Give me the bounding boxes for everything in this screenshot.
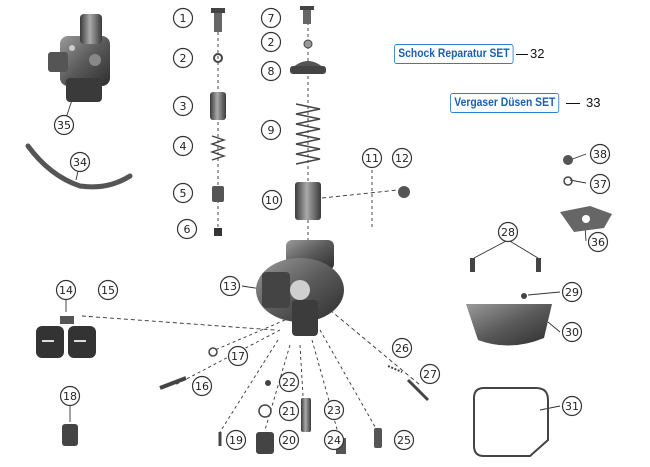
callout-20: 20 xyxy=(278,429,300,451)
parts xyxy=(25,6,612,457)
carburetor-body-part xyxy=(256,240,344,336)
callout-18: 18 xyxy=(59,385,81,407)
carburetor-assembly-part xyxy=(48,14,110,102)
callout-number: 23 xyxy=(327,404,341,417)
callout-27: 27 xyxy=(419,363,441,385)
callout-16: 16 xyxy=(191,375,213,397)
set-leader-line xyxy=(566,103,580,105)
callout-2: 2 xyxy=(172,47,194,69)
callout-number: 20 xyxy=(282,434,296,447)
callout-26: 26 xyxy=(391,337,413,359)
callout-30: 30 xyxy=(561,321,583,343)
callout-number: 2 xyxy=(180,52,187,65)
float-bowl-part xyxy=(466,304,552,346)
callout-15: 15 xyxy=(97,279,119,301)
callout-19: 19 xyxy=(225,429,247,451)
callout-number: 25 xyxy=(397,434,411,447)
callout-number: 27 xyxy=(423,368,437,381)
callout-1: 1 xyxy=(172,7,194,29)
bowl-gasket-part xyxy=(473,387,549,457)
callout-29: 29 xyxy=(561,281,583,303)
callout-number: 18 xyxy=(63,390,77,403)
callout-number: 13 xyxy=(223,280,237,293)
callout-36: 36 xyxy=(587,231,609,253)
callout-number: 38 xyxy=(593,148,607,161)
callout-number: 15 xyxy=(101,284,115,297)
callout-number: 19 xyxy=(229,434,243,447)
callout-number: 10 xyxy=(265,194,279,207)
callout-number: 37 xyxy=(593,178,607,191)
callout-14: 14 xyxy=(55,279,77,301)
vergaser-duesen-set-button[interactable]: Vergaser Düsen SET xyxy=(450,93,560,113)
callout-34: 34 xyxy=(69,151,91,173)
callout-9: 9 xyxy=(260,119,282,141)
callout-38: 38 xyxy=(589,143,611,165)
leader-lines xyxy=(63,22,587,441)
callout-number: 35 xyxy=(57,119,71,132)
callout-number: 9 xyxy=(268,124,275,137)
set-number-label: 33 xyxy=(586,95,601,110)
spring-part xyxy=(295,103,321,165)
callout-number: 12 xyxy=(395,152,409,165)
callout-number: 34 xyxy=(73,156,87,169)
callout-2: 2 xyxy=(260,31,282,53)
screw-part xyxy=(214,10,222,32)
callout-25: 25 xyxy=(393,429,415,451)
callout-7: 7 xyxy=(260,7,282,29)
callout-10: 10 xyxy=(261,189,283,211)
callout-3: 3 xyxy=(172,95,194,117)
callout-number: 36 xyxy=(591,236,605,249)
callout-number: 28 xyxy=(501,226,515,239)
callout-number: 7 xyxy=(268,12,275,25)
schock-reparatur-set-button[interactable]: Schock Reparatur SET xyxy=(394,44,514,64)
fuel-hose-part xyxy=(25,143,133,190)
callout-23: 23 xyxy=(323,399,345,421)
callout-11: 11 xyxy=(361,147,383,169)
callout-31: 31 xyxy=(561,395,583,417)
callout-35: 35 xyxy=(53,114,75,136)
callout-37: 37 xyxy=(589,173,611,195)
callout-number: 2 xyxy=(268,36,275,49)
callout-22: 22 xyxy=(278,371,300,393)
callout-8: 8 xyxy=(260,60,282,82)
callout-17: 17 xyxy=(227,345,249,367)
callout-28: 28 xyxy=(497,221,519,243)
callout-number: 31 xyxy=(565,400,579,413)
callout-number: 5 xyxy=(180,187,187,200)
carburetor-cap-part xyxy=(290,66,326,74)
callout-5: 5 xyxy=(172,182,194,204)
callout-number: 6 xyxy=(184,223,191,236)
callout-24: 24 xyxy=(323,429,345,451)
callout-4: 4 xyxy=(172,135,194,157)
callout-number: 29 xyxy=(565,286,579,299)
callout-number: 4 xyxy=(180,140,187,153)
callout-21: 21 xyxy=(278,400,300,422)
callout-number: 22 xyxy=(282,376,296,389)
callout-number: 1 xyxy=(180,12,187,25)
callout-13: 13 xyxy=(219,275,241,297)
callout-number: 30 xyxy=(565,326,579,339)
set-leader-line xyxy=(516,54,528,56)
callout-6: 6 xyxy=(176,218,198,240)
callout-number: 16 xyxy=(195,380,209,393)
callout-number: 24 xyxy=(327,434,341,447)
callout-number: 14 xyxy=(59,284,73,297)
callout-number: 8 xyxy=(268,65,275,78)
needle-jet-part xyxy=(210,92,226,120)
callout-12: 12 xyxy=(391,147,413,169)
callout-number: 3 xyxy=(180,100,187,113)
set-number-label: 32 xyxy=(530,46,545,61)
throttle-slide-part xyxy=(295,182,321,220)
float-pair-part xyxy=(36,316,96,358)
callout-number: 26 xyxy=(395,342,409,355)
callout-number: 21 xyxy=(282,405,296,418)
callout-number: 17 xyxy=(231,350,245,363)
callout-number: 11 xyxy=(365,152,379,165)
